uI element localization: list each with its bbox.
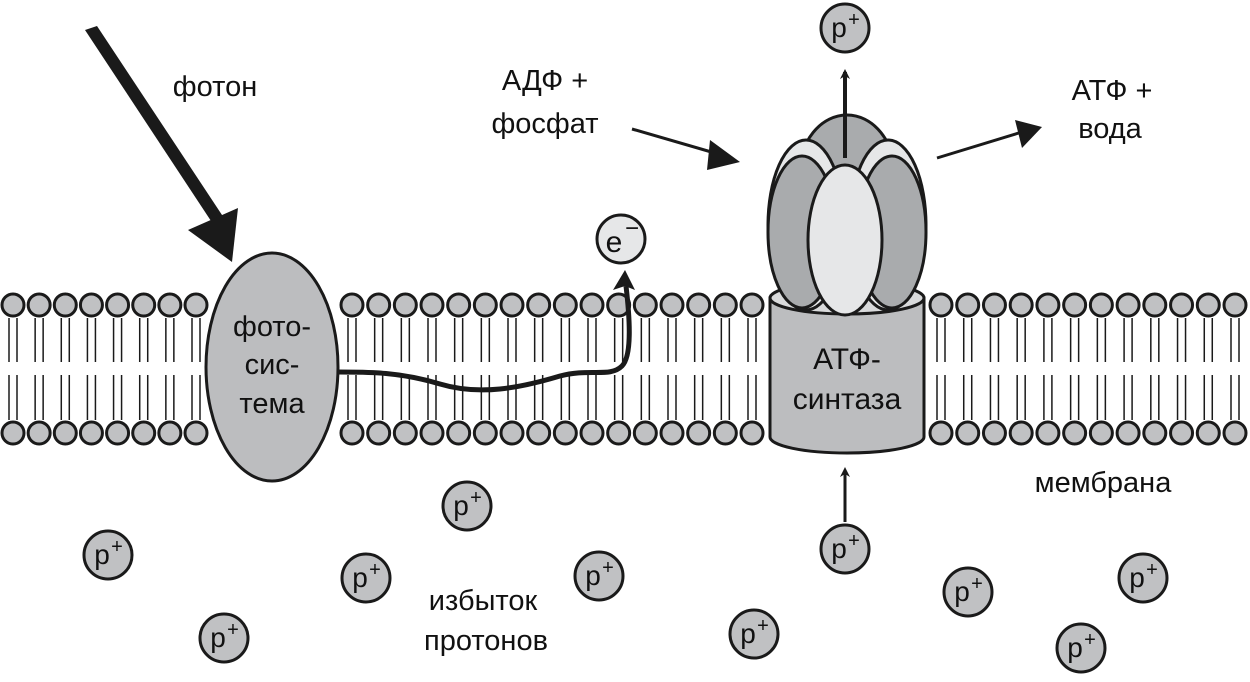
proton: p+ — [728, 608, 780, 660]
svg-text:p: p — [831, 533, 847, 564]
phospholipid — [1142, 292, 1168, 446]
protons: p+p+p+p+p+p+p+p+p+p+p+ — [82, 2, 1169, 674]
svg-text:p: p — [954, 576, 970, 607]
phospholipid — [552, 292, 578, 446]
svg-text:−: − — [625, 215, 639, 242]
svg-text:p: p — [585, 560, 601, 591]
photosystem-label-2: сис- — [245, 349, 300, 381]
phospholipid — [1222, 292, 1248, 446]
svg-text:+: + — [848, 9, 860, 31]
electron-path — [337, 285, 632, 393]
atp-synthase-label-1: АТФ- — [813, 343, 881, 376]
phospholipid — [52, 292, 78, 446]
svg-text:+: + — [369, 559, 381, 581]
phospholipid — [659, 292, 685, 446]
phospholipid — [157, 292, 183, 446]
phospholipid — [1088, 292, 1114, 446]
phospholipid — [1062, 292, 1088, 446]
svg-text:p: p — [831, 12, 847, 43]
photosystem-label-1: фото- — [233, 311, 311, 343]
photosystem-label-3: тема — [239, 388, 305, 420]
proton: p+ — [819, 2, 871, 54]
proton: p+ — [82, 529, 134, 581]
svg-text:p: p — [94, 539, 110, 570]
adp-label-2: фосфат — [491, 108, 598, 140]
phospholipid — [0, 292, 26, 446]
phospholipid — [606, 292, 632, 446]
proton: p+ — [198, 612, 250, 664]
svg-text:p: p — [1067, 632, 1083, 663]
svg-text:+: + — [111, 536, 123, 558]
proton: p+ — [1055, 622, 1107, 674]
svg-text:p: p — [453, 490, 469, 521]
svg-text:+: + — [971, 573, 983, 595]
phospholipid — [928, 292, 954, 446]
phospholipid — [446, 292, 472, 446]
adp-label-1: АДФ + — [502, 65, 588, 97]
phospholipid — [1008, 292, 1034, 446]
phospholipid — [981, 292, 1007, 446]
phospholipid — [632, 292, 658, 446]
electron-arrowhead — [613, 270, 635, 290]
svg-text:p: p — [1129, 562, 1145, 593]
photon-arrow — [85, 26, 238, 262]
phospholipid — [339, 292, 365, 446]
phospholipid — [955, 292, 981, 446]
proton: p+ — [942, 566, 994, 618]
svg-text:+: + — [470, 487, 482, 509]
phospholipid — [392, 292, 418, 446]
atp-label-2: вода — [1078, 113, 1142, 145]
svg-text:p: p — [210, 622, 226, 653]
phospholipid — [526, 292, 552, 446]
phospholipid — [1195, 292, 1221, 446]
photosystem — [204, 251, 340, 483]
phospholipid — [131, 292, 157, 446]
photon-label: фотон — [173, 71, 257, 103]
membrane-label: мембрана — [1035, 467, 1173, 499]
phospholipid — [419, 292, 445, 446]
svg-text:+: + — [757, 615, 769, 637]
svg-text:+: + — [602, 557, 614, 579]
phospholipid — [472, 292, 498, 446]
phospholipid — [686, 292, 712, 446]
proton: p+ — [340, 552, 392, 604]
svg-text:+: + — [1084, 629, 1096, 651]
phospholipid — [26, 292, 52, 446]
phospholipid — [712, 292, 738, 446]
atp-synthase-label-2: синтаза — [793, 383, 902, 416]
phospholipid — [579, 292, 605, 446]
phospholipid — [1169, 292, 1195, 446]
phospholipid — [1115, 292, 1141, 446]
phospholipid — [1035, 292, 1061, 446]
svg-text:p: p — [740, 618, 756, 649]
phospholipid — [499, 292, 525, 446]
membrane-bilayer — [0, 292, 1248, 446]
svg-text:+: + — [848, 530, 860, 552]
phospholipid — [739, 292, 765, 446]
svg-text:e: e — [606, 226, 623, 259]
electron: e − — [595, 213, 647, 265]
phospholipid — [105, 292, 131, 446]
proton-excess-label-2: протонов — [424, 625, 548, 657]
phospholipid — [78, 292, 104, 446]
atp-synthase: АТФ- синтаза — [766, 113, 928, 455]
phospholipid — [366, 292, 392, 446]
atp-label-1: АТФ + — [1072, 75, 1153, 107]
proton-excess-label-1: избыток — [429, 585, 538, 617]
proton: p+ — [819, 523, 871, 575]
phospholipid — [183, 292, 209, 446]
proton: p+ — [573, 550, 625, 602]
svg-text:p: p — [352, 562, 368, 593]
proton: p+ — [441, 480, 493, 532]
svg-text:+: + — [227, 619, 239, 641]
proton: p+ — [1117, 552, 1169, 604]
atp-arrow — [936, 130, 1023, 160]
svg-text:+: + — [1146, 559, 1158, 581]
